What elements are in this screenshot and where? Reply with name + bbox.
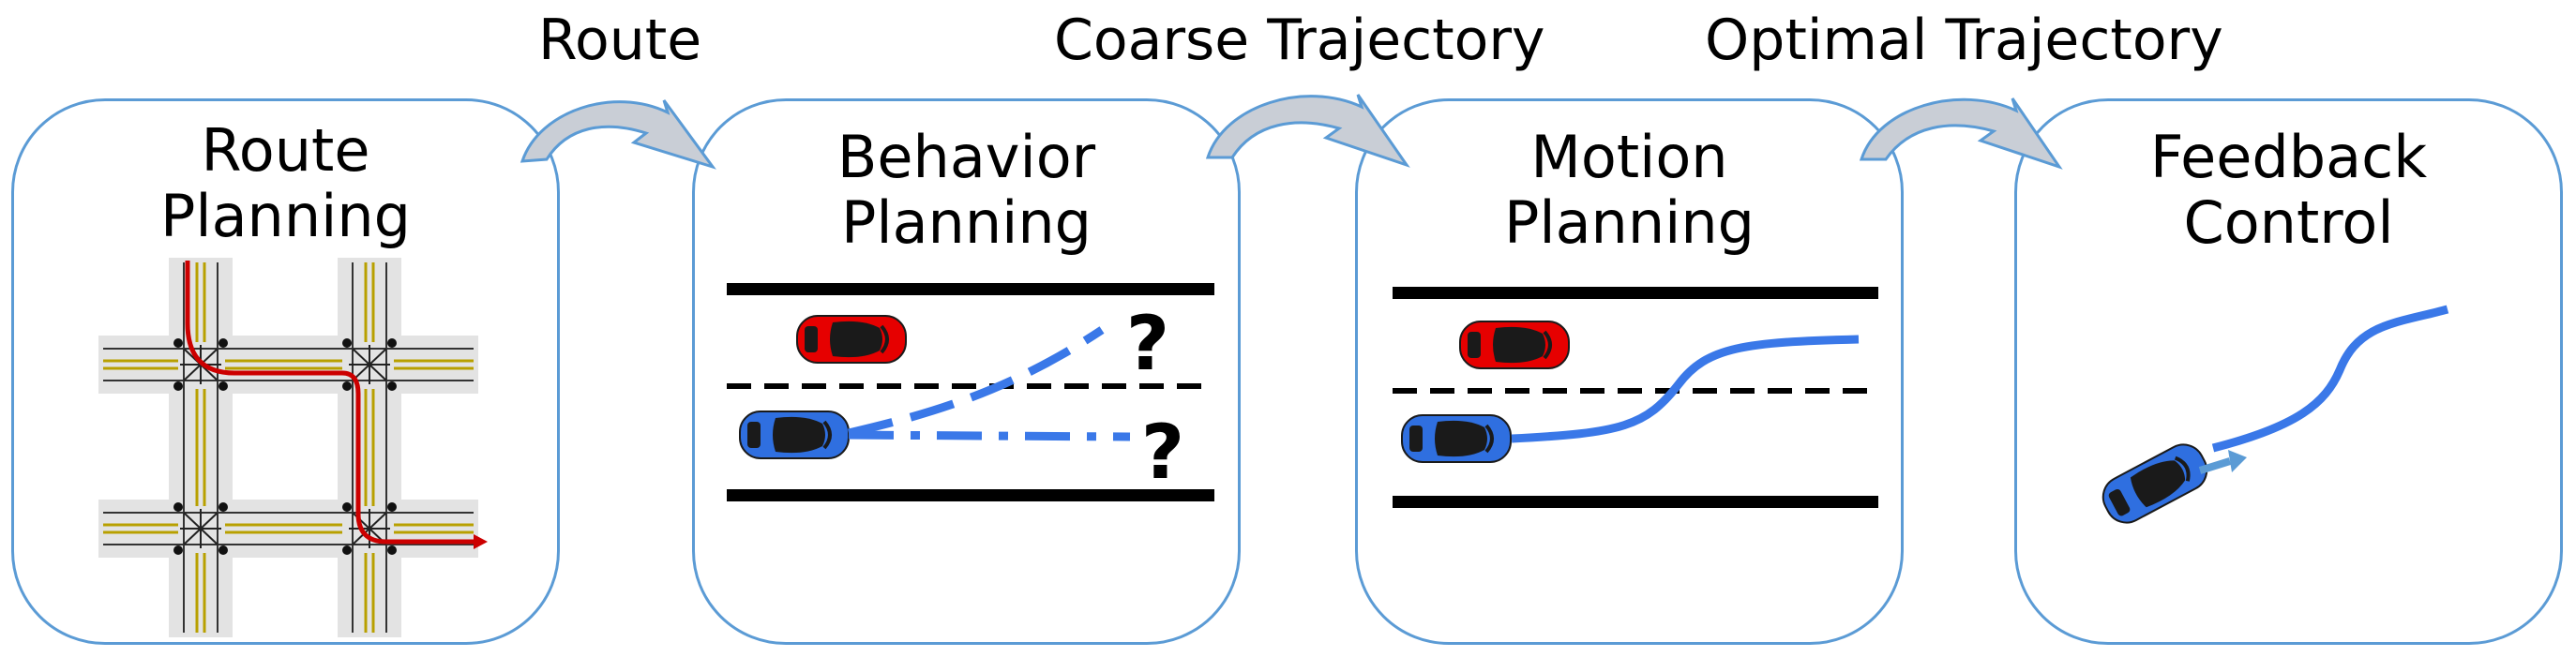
coarse-trajectory-flow-label: Coarse Trajectory xyxy=(1054,7,1545,73)
route-flow-label: Route xyxy=(538,7,702,73)
route-arrowhead-icon xyxy=(474,534,488,549)
feedback-control-panel xyxy=(2014,98,2563,645)
road-horizontal-bottom xyxy=(98,500,478,558)
other-car-icon xyxy=(795,314,908,365)
ego-car-icon xyxy=(1400,413,1513,464)
lane-change-option-path xyxy=(847,326,1105,438)
optimal-trajectory-path xyxy=(1511,335,1860,443)
behavior-planning-panel xyxy=(692,98,1241,645)
behavior-road-scene: ? ? xyxy=(727,283,1214,501)
road-edge-bottom xyxy=(727,489,1214,501)
road-horizontal-top xyxy=(98,336,478,394)
optimal-trajectory-flow-label: Optimal Trajectory xyxy=(1705,7,2223,73)
ego-car-icon xyxy=(2096,438,2214,530)
lane-keep-option-path xyxy=(848,430,1131,441)
lane-guides xyxy=(103,262,474,633)
ego-car-icon xyxy=(738,410,851,460)
question-mark-lower: ? xyxy=(1141,409,1184,496)
road-vertical-right xyxy=(338,258,401,637)
behavior-planning-title: Behavior Planning xyxy=(836,123,1096,257)
signal-dots xyxy=(173,338,397,555)
other-car-icon xyxy=(1458,320,1571,370)
road-network-map xyxy=(98,258,488,637)
route-planning-title: Route Planning xyxy=(159,116,412,250)
curved-flow-arrow-icon xyxy=(1205,94,1410,168)
motion-road-scene xyxy=(1393,287,1878,508)
feedback-control-title: Feedback Control xyxy=(2149,123,2428,257)
planned-route-line xyxy=(185,261,474,545)
road-edge-top xyxy=(1393,287,1878,299)
flow-arrow-1 xyxy=(520,99,716,170)
question-mark-upper: ? xyxy=(1126,300,1169,387)
motion-planning-panel xyxy=(1355,98,1904,645)
feedback-control-scene xyxy=(2096,305,2449,530)
road-edge-top xyxy=(727,283,1214,295)
lane-lines xyxy=(103,262,474,633)
motion-planning-title: Motion Planning xyxy=(1503,123,1755,257)
curved-flow-arrow-icon xyxy=(520,99,716,170)
flow-arrow-2 xyxy=(1205,94,1410,168)
control-arrow-icon xyxy=(2228,450,2247,472)
reference-trajectory-path xyxy=(2211,305,2449,453)
road-edge-bottom xyxy=(1393,496,1878,508)
control-arrow-shaft xyxy=(2198,457,2232,474)
road-vertical-left xyxy=(169,258,233,637)
flow-arrow-3 xyxy=(1859,97,2063,170)
curved-flow-arrow-icon xyxy=(1859,97,2063,170)
